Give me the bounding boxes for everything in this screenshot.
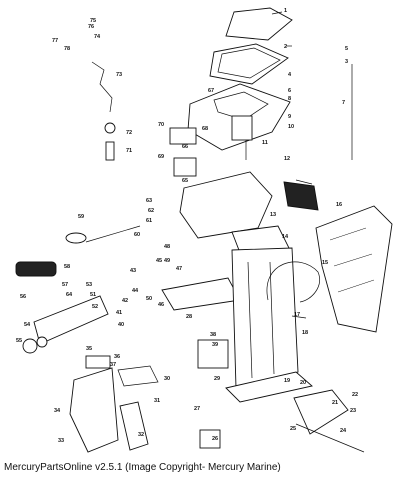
- callout-46: 46: [158, 302, 164, 308]
- callout-23: 23: [350, 408, 356, 414]
- callout-73: 73: [116, 72, 122, 78]
- callout-70: 70: [158, 122, 164, 128]
- callout-50: 50: [146, 296, 152, 302]
- callout-8: 8: [288, 96, 291, 102]
- callout-72: 72: [126, 130, 132, 136]
- callout-3: 3: [345, 59, 348, 65]
- callout-42: 42: [122, 298, 128, 304]
- callout-71: 71: [126, 148, 132, 154]
- callout-18: 18: [302, 330, 308, 336]
- callout-29: 29: [214, 376, 220, 382]
- callout-16: 16: [336, 202, 342, 208]
- callout-22: 22: [352, 392, 358, 398]
- callout-61: 61: [146, 218, 152, 224]
- callout-35: 35: [86, 346, 92, 352]
- callout-9: 9: [288, 114, 291, 120]
- callout-26: 26: [212, 436, 218, 442]
- image-caption: MercuryPartsOnline v2.5.1 (Image Copyrig…: [4, 462, 281, 473]
- callout-38: 38: [210, 332, 216, 338]
- diagram-artwork: [15, 7, 393, 453]
- callout-24: 24: [340, 428, 347, 434]
- callout-40: 40: [118, 322, 124, 328]
- callout-15: 15: [322, 260, 328, 266]
- callout-75: 75: [90, 18, 96, 24]
- callout-31: 31: [154, 398, 160, 404]
- callout-20: 20: [300, 380, 306, 386]
- callout-62: 62: [148, 208, 154, 214]
- callout-66: 66: [182, 144, 188, 150]
- callout-39: 39: [212, 342, 218, 348]
- callout-59: 59: [78, 214, 84, 220]
- callout-11: 11: [262, 140, 268, 146]
- callout-65: 65: [182, 178, 188, 184]
- callout-14: 14: [282, 234, 289, 240]
- callout-60: 60: [134, 232, 140, 238]
- callout-37: 37: [110, 362, 116, 368]
- callout-67: 67: [208, 88, 214, 94]
- callout-19: 19: [284, 378, 290, 384]
- callout-12: 12: [284, 156, 290, 162]
- callout-74: 74: [94, 34, 101, 40]
- callout-63: 63: [146, 198, 152, 204]
- callout-78: 78: [64, 46, 70, 52]
- callout-4: 4: [288, 72, 292, 78]
- callout-25: 25: [290, 426, 296, 432]
- callout-44: 44: [132, 288, 139, 294]
- callout-55: 55: [16, 338, 22, 344]
- callout-69: 69: [158, 154, 164, 160]
- callout-53: 53: [86, 282, 92, 288]
- callout-13: 13: [270, 212, 276, 218]
- callout-17: 17: [294, 312, 300, 318]
- callout-47: 47: [176, 266, 182, 272]
- callout-54: 54: [24, 322, 31, 328]
- callout-30: 30: [164, 376, 170, 382]
- callout-7: 7: [342, 100, 345, 106]
- callout-1: 1: [284, 8, 287, 14]
- callout-2: 2: [284, 44, 287, 50]
- callout-68: 68: [202, 126, 208, 132]
- callout-41: 41: [116, 310, 122, 316]
- callout-28: 28: [186, 314, 192, 320]
- callout-10: 10: [288, 124, 294, 130]
- callout-52: 52: [92, 304, 98, 310]
- callout-48: 48: [164, 244, 170, 250]
- callout-58: 58: [64, 264, 70, 270]
- callout-77: 77: [52, 38, 58, 44]
- callout-36: 36: [114, 354, 120, 360]
- callout-21: 21: [332, 400, 338, 406]
- callout-27: 27: [194, 406, 200, 412]
- callout-43: 43: [130, 268, 136, 274]
- callout-64: 64: [66, 292, 73, 298]
- callout-6: 6: [288, 88, 291, 94]
- callout-33: 33: [58, 438, 64, 444]
- callout-57: 57: [62, 282, 68, 288]
- callout-32: 32: [138, 432, 144, 438]
- callout-34: 34: [54, 408, 61, 414]
- callout-76: 76: [88, 24, 94, 30]
- callout-56: 56: [20, 294, 26, 300]
- callout-5: 5: [345, 46, 348, 52]
- callout-51: 51: [90, 292, 96, 298]
- callout-45: 45: [156, 258, 162, 264]
- callout-49: 49: [164, 258, 170, 264]
